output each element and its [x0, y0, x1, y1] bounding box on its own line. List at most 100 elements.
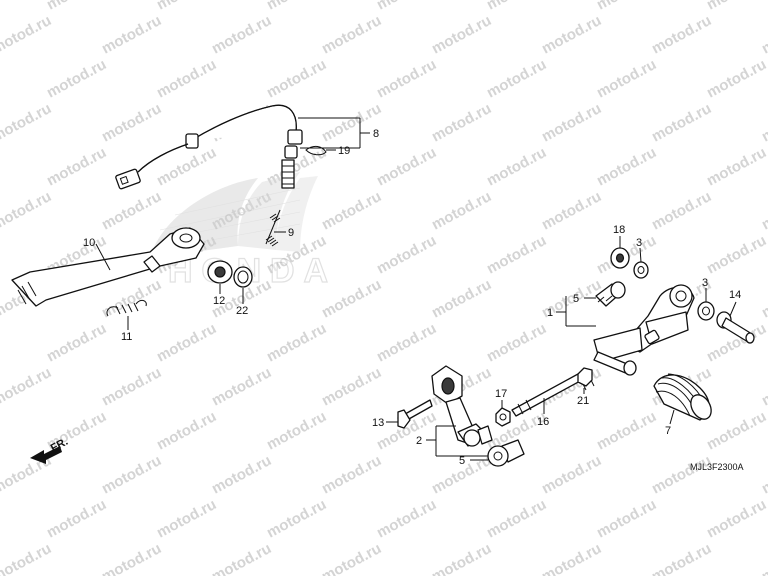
- washer-18: [610, 247, 630, 269]
- watermark-text: motod.ru: [319, 12, 384, 58]
- part-label-1: 1: [547, 307, 553, 319]
- watermark-text: motod.ru: [44, 496, 109, 542]
- watermark-text: motod.ru: [154, 56, 219, 102]
- watermark-text: motod.ru: [99, 100, 164, 146]
- watermark-text: motod.ru: [704, 0, 768, 14]
- watermark-text: motod.ru: [44, 56, 109, 102]
- watermark-text: motod.ru: [759, 452, 768, 498]
- part-label-13: 13: [372, 417, 384, 429]
- rod-end-lower: [487, 439, 525, 467]
- part-label-5: 5: [573, 293, 579, 305]
- diagram-code: MJL3F2300A: [690, 462, 744, 472]
- watermark-text: motod.ru: [539, 364, 604, 410]
- watermark-text: motod.ru: [759, 364, 768, 410]
- watermark-text: motod.ru: [0, 12, 54, 58]
- watermark-text: motod.ru: [759, 12, 768, 58]
- bushing-3-upper: [633, 261, 649, 279]
- part-label-14: 14: [729, 289, 741, 301]
- watermark-text: motod.ru: [374, 56, 439, 102]
- watermark-text: motod.ru: [759, 276, 768, 322]
- watermark-text: motod.ru: [154, 320, 219, 366]
- watermark-text: motod.ru: [44, 0, 109, 14]
- watermark-text: motod.ru: [429, 276, 494, 322]
- nut-21: [577, 367, 593, 387]
- watermark-text: motod.ru: [209, 12, 274, 58]
- switch-spring: [265, 209, 281, 247]
- watermark-text: motod.ru: [44, 320, 109, 366]
- watermark-text: motod.ru: [0, 364, 54, 410]
- part-label-10: 10: [83, 237, 95, 249]
- part-label-2: 2: [416, 435, 422, 447]
- part-label-3: 3: [702, 277, 708, 289]
- watermark-text: motod.ru: [154, 144, 219, 190]
- watermark-text: motod.ru: [0, 100, 54, 146]
- watermark-text: motod.ru: [154, 496, 219, 542]
- watermark-text: motod.ru: [374, 496, 439, 542]
- watermark-text: motod.ru: [319, 452, 384, 498]
- watermark-text: motod.ru: [759, 100, 768, 146]
- washer-12: [207, 260, 233, 284]
- watermark-text: motod.ru: [539, 12, 604, 58]
- watermark-text: motod.ru: [374, 0, 439, 14]
- watermark-text: motod.ru: [99, 188, 164, 234]
- bolt-13: [397, 399, 433, 429]
- part-label-22: 22: [236, 305, 248, 317]
- watermark-text: motod.ru: [99, 12, 164, 58]
- watermark-text: motod.ru: [429, 188, 494, 234]
- watermark-text: motod.ru: [374, 232, 439, 278]
- rod-end-upper: [595, 281, 626, 307]
- circlip-22: [233, 266, 253, 288]
- part-label-21: 21: [577, 395, 589, 407]
- watermark-text: motod.ru: [0, 188, 54, 234]
- watermark-text: motod.ru: [759, 540, 768, 576]
- bolt-14: [716, 311, 755, 344]
- watermark-text: motod.ru: [649, 12, 714, 58]
- watermark-text: motod.ru: [649, 188, 714, 234]
- watermark-text: motod.ru: [484, 144, 549, 190]
- shift-arm-lower: [431, 365, 493, 447]
- part-label-19: 19: [338, 145, 350, 157]
- watermark-text: motod.ru: [209, 540, 274, 576]
- watermark-text: motod.ru: [99, 452, 164, 498]
- part-label-11: 11: [121, 331, 132, 343]
- return-spring: [106, 299, 147, 317]
- watermark-text: motod.ru: [264, 320, 329, 366]
- watermark-text: motod.ru: [319, 364, 384, 410]
- watermark-text: motod.ru: [594, 56, 659, 102]
- watermark-text: motod.ru: [429, 12, 494, 58]
- watermark-text: motod.ru: [594, 408, 659, 454]
- shift-arm: [593, 284, 695, 376]
- watermark-text: motod.ru: [209, 364, 274, 410]
- bushing-3-right: [697, 301, 715, 321]
- part-label-18: 18: [613, 224, 625, 236]
- watermark-text: motod.ru: [539, 452, 604, 498]
- watermark-text: motod.ru: [99, 364, 164, 410]
- watermark-text: motod.ru: [99, 540, 164, 576]
- watermark-text: motod.ru: [154, 0, 219, 14]
- watermark-text: motod.ru: [44, 144, 109, 190]
- watermark-text: motod.ru: [484, 0, 549, 14]
- part-label-12: 12: [213, 295, 225, 307]
- watermark-text: motod.ru: [704, 496, 768, 542]
- watermark-text: motod.ru: [484, 56, 549, 102]
- watermark-text: motod.ru: [484, 232, 549, 278]
- watermark-text: motod.ru: [594, 496, 659, 542]
- watermark-text: motod.ru: [594, 144, 659, 190]
- watermark-text: motod.ru: [319, 276, 384, 322]
- watermark-text: motod.ru: [539, 188, 604, 234]
- part-label-5: 5: [459, 455, 465, 467]
- watermark-text: motod.ru: [264, 0, 329, 14]
- watermark-text: motod.ru: [649, 540, 714, 576]
- watermark-text: motod.ru: [264, 56, 329, 102]
- watermark-text: motod.ru: [374, 144, 439, 190]
- watermark-text: motod.ru: [0, 540, 54, 576]
- watermark-text: motod.ru: [704, 232, 768, 278]
- watermark-text: motod.ru: [264, 496, 329, 542]
- watermark-text: motod.ru: [704, 144, 768, 190]
- watermark-text: motod.ru: [264, 408, 329, 454]
- leader-lines: [95, 117, 737, 461]
- part-label-8: 8: [373, 128, 379, 140]
- part-label-16: 16: [537, 416, 549, 428]
- watermark-text: motod.ru: [759, 188, 768, 234]
